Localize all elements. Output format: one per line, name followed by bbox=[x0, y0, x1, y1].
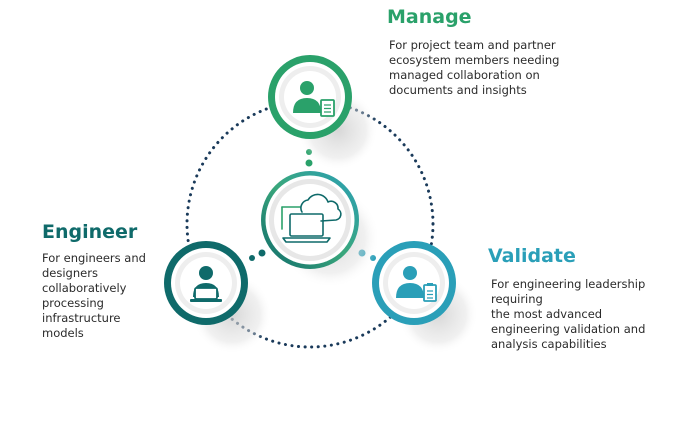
engineer-node bbox=[164, 241, 248, 325]
validate-description: For engineering leadership requiring the… bbox=[491, 277, 645, 352]
manage-node bbox=[268, 55, 352, 139]
description-line: documents and insights bbox=[389, 83, 527, 97]
description-line: designers bbox=[42, 266, 98, 280]
description-line: For engineers and bbox=[42, 251, 146, 265]
description-line: ecosystem members needing bbox=[389, 53, 560, 67]
manage-heading: Manage bbox=[387, 6, 472, 28]
validate-heading: Validate bbox=[488, 245, 576, 267]
description-line: analysis capabilities bbox=[491, 337, 607, 351]
description-line: models bbox=[42, 326, 84, 340]
description-line: requiring bbox=[491, 292, 543, 306]
engineer-description: For engineers and designers collaborativ… bbox=[42, 251, 146, 341]
engineer-heading: Engineer bbox=[42, 221, 138, 243]
description-line: For project team and partner bbox=[389, 38, 556, 52]
manage-description: For project team and partner ecosystem m… bbox=[389, 38, 559, 98]
description-line: engineering validation and bbox=[491, 322, 646, 336]
description-line: For engineering leadership bbox=[491, 277, 646, 291]
description-line: the most advanced bbox=[491, 307, 603, 321]
description-line: managed collaboration on bbox=[389, 68, 540, 82]
description-line: collaboratively bbox=[42, 281, 127, 295]
cloud-laptop-icon bbox=[281, 193, 342, 243]
validate-node bbox=[372, 241, 456, 325]
connector-dots-left bbox=[249, 249, 266, 261]
person-clipboard-icon bbox=[396, 266, 437, 302]
hub-node bbox=[261, 171, 359, 269]
description-line: processing bbox=[42, 296, 104, 310]
person-document-icon bbox=[293, 81, 335, 117]
description-line: infrastructure bbox=[42, 311, 121, 325]
person-laptop-icon bbox=[190, 266, 222, 302]
